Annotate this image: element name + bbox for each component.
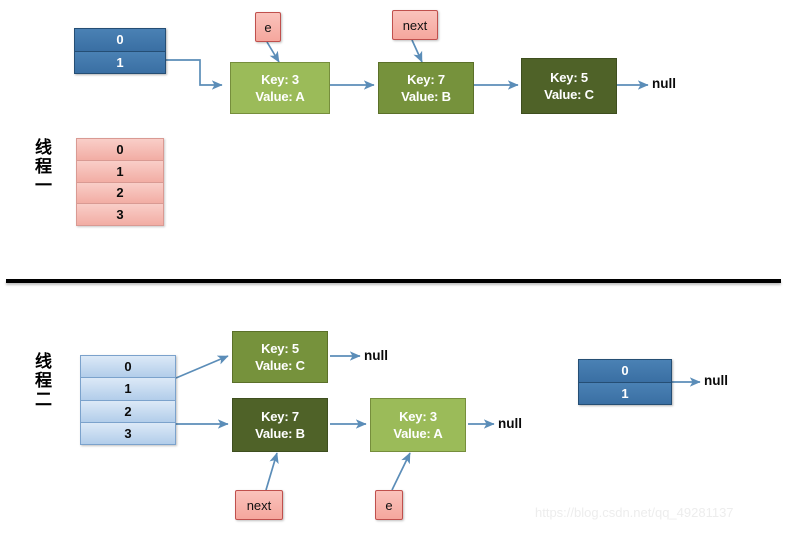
null-terminator-side-table: null xyxy=(704,373,728,388)
node-key-text: Key: 5 xyxy=(261,341,299,356)
table-row[interactable]: 2 xyxy=(77,182,163,205)
table-row[interactable]: 0 xyxy=(81,356,175,379)
watermark-text: https://blog.csdn.net/qq_49281137 xyxy=(535,505,734,520)
null-terminator-chain-b: null xyxy=(498,416,522,431)
node-key-text: Key: 3 xyxy=(399,409,437,424)
pointer-tag-e[interactable]: e xyxy=(255,12,281,42)
node-value-text: Value: A xyxy=(255,89,305,104)
table-row[interactable]: 1 xyxy=(75,51,165,73)
node-key7-b[interactable]: Key: 7 Value: B xyxy=(232,398,328,452)
thread-label-two: 线程二 xyxy=(31,352,51,409)
table-row[interactable]: 3 xyxy=(81,422,175,444)
node-value-text: Value: C xyxy=(255,358,305,373)
table-row[interactable]: 3 xyxy=(77,204,163,225)
arrow-top-bucket-to-key3 xyxy=(166,59,223,90)
arrow-tag-next-to-key7 xyxy=(411,39,423,63)
arrow-tag-e-to-key3 xyxy=(266,41,280,63)
table-row[interactable]: 0 xyxy=(77,139,163,161)
pointer-tag-e-bottom[interactable]: e xyxy=(375,490,403,520)
node-value-text: Value: B xyxy=(401,89,451,104)
node-key-text: Key: 7 xyxy=(261,409,299,424)
node-key-text: Key: 7 xyxy=(407,72,445,87)
thread1-bucket-table[interactable]: 0 1 2 3 xyxy=(76,138,164,226)
arrow-b-bucket1-to-key5 xyxy=(175,355,229,379)
table-row[interactable]: 1 xyxy=(81,378,175,401)
null-terminator-chain-a: null xyxy=(364,348,388,363)
thread2-bucket-table[interactable]: 0 1 2 3 xyxy=(80,355,176,445)
pointer-tag-next-bottom-label: next xyxy=(246,497,272,513)
arrow-b-tag-next-to-key7 xyxy=(265,452,279,491)
node-value-text: Value: B xyxy=(255,426,305,441)
arrow-b-tag-e-to-key3 xyxy=(391,452,411,491)
node-value-text: Value: C xyxy=(544,87,594,102)
node-key-text: Key: 5 xyxy=(550,70,588,85)
node-value-text: Value: A xyxy=(393,426,443,441)
pointer-tag-next-label: next xyxy=(402,17,428,33)
pointer-tag-next[interactable]: next xyxy=(392,10,438,40)
table-row[interactable]: 0 xyxy=(75,29,165,52)
section-divider xyxy=(6,279,781,283)
table-row[interactable]: 0 xyxy=(579,360,671,383)
pointer-tag-e-bottom-label: e xyxy=(385,497,393,513)
node-key5[interactable]: Key: 5 Value: C xyxy=(521,58,617,114)
table-row[interactable]: 1 xyxy=(579,382,671,404)
top-bucket-table[interactable]: 0 1 xyxy=(74,28,166,74)
thread-label-one: 线程一 xyxy=(31,138,51,195)
bottom-right-bucket-table[interactable]: 0 1 xyxy=(578,359,672,405)
table-row[interactable]: 2 xyxy=(81,400,175,423)
node-key3-b[interactable]: Key: 3 Value: A xyxy=(370,398,466,452)
node-key-text: Key: 3 xyxy=(261,72,299,87)
pointer-tag-e-label: e xyxy=(264,19,272,35)
node-key3[interactable]: Key: 3 Value: A xyxy=(230,62,330,114)
pointer-tag-next-bottom[interactable]: next xyxy=(235,490,283,520)
null-terminator-top: null xyxy=(652,76,676,91)
node-key7[interactable]: Key: 7 Value: B xyxy=(378,62,474,114)
table-row[interactable]: 1 xyxy=(77,160,163,183)
node-key5-b[interactable]: Key: 5 Value: C xyxy=(232,331,328,383)
